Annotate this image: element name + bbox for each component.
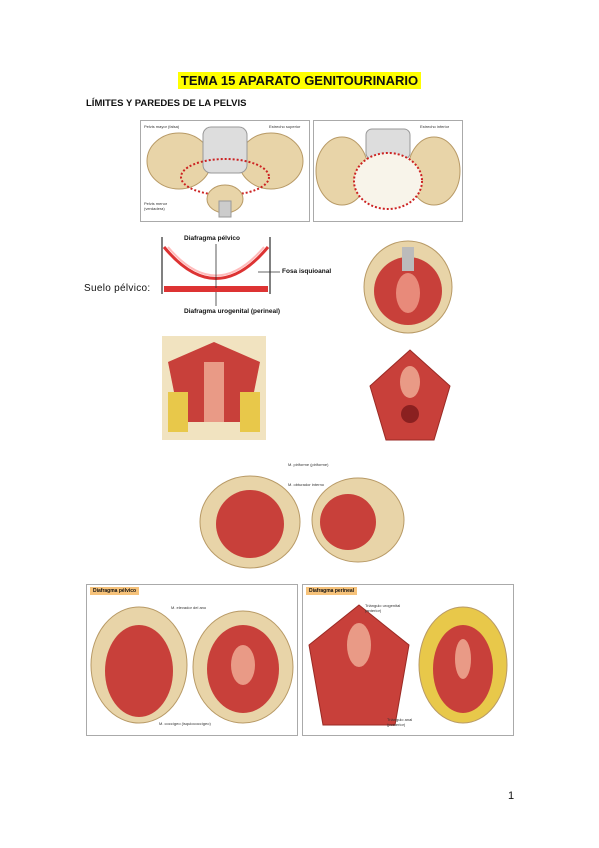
page-number: 1 xyxy=(508,790,515,802)
pelvic-floor-schematic xyxy=(161,237,280,306)
label-pelvis-menor: Pelvis menor (verdadera) xyxy=(144,201,168,211)
label-elevador-ano: M. elevador del ano xyxy=(171,605,207,610)
pelvic-floor-superior-view xyxy=(362,237,454,335)
label-pelvis-mayor: Pelvis mayor (falsa) xyxy=(144,124,180,129)
diafragma-pelvico-panel: Diafragma pélvico M. elevador del ano M.… xyxy=(86,584,298,736)
diafragma-perineal-illustration xyxy=(308,604,508,726)
section-heading: LÍMITES Y PAREDES DE LA PELVIS xyxy=(86,98,247,109)
pelvis-piriforme-illustration xyxy=(199,475,405,569)
pelvic-floor-diagram: Diafragma pélvico Fosa isquioanal Diafra… xyxy=(150,232,350,322)
diafragma-perineal-panel: Diafragma perineal Triángulo urogenital … xyxy=(302,584,514,736)
label-estrecho-inferior: Estrecho inferior xyxy=(420,124,450,129)
label-diafragma-pelvico: Diafragma pélvico xyxy=(184,235,240,242)
label-m-piriforme: M. piriforme (piriforme) xyxy=(288,462,329,467)
page-title: TEMA 15 APARATO GENITOURINARIO xyxy=(0,72,599,90)
label-triangulo-anal: Triángulo anal (posterior) xyxy=(387,717,413,727)
label-coccigeo: M. coccígeo (isquiococcígeo) xyxy=(159,721,211,726)
perineal-inferior-view xyxy=(364,346,456,444)
pelvic-floor-superior-illustration xyxy=(363,240,453,334)
label-diafragma-urogenital: Diafragma urogenital (perineal) xyxy=(184,308,281,315)
label-m-obturador: M. obturador interno xyxy=(288,482,325,487)
diafragma-perineal-heading: Diafragma perineal xyxy=(306,587,358,595)
pelvic-coronal-section xyxy=(158,332,270,444)
pelvis-piriforme-figure: M. piriforme (piriforme) M. obturador in… xyxy=(198,462,408,574)
diafragma-pelvico-illustration xyxy=(90,606,294,724)
pelvis-anterior-figure: Pelvis mayor (falsa) Estrecho superior P… xyxy=(140,120,310,222)
pelvic-coronal-illustration xyxy=(162,336,266,440)
label-fosa-isquioanal: Fosa isquioanal xyxy=(282,268,332,275)
pelvis-inferior-figure: Estrecho inferior xyxy=(313,120,463,222)
label-estrecho-superior: Estrecho superior xyxy=(269,124,301,129)
perineal-inferior-illustration xyxy=(369,349,451,441)
pelvis-inferior-illustration xyxy=(315,128,461,210)
suelo-pelvico-label: Suelo pélvico: xyxy=(84,283,151,294)
label-triangulo-urogenital: Triángulo urogenital (anterior) xyxy=(365,603,401,613)
pelvis-anterior-illustration xyxy=(146,126,304,218)
diafragma-pelvico-heading: Diafragma pélvico xyxy=(90,587,140,595)
